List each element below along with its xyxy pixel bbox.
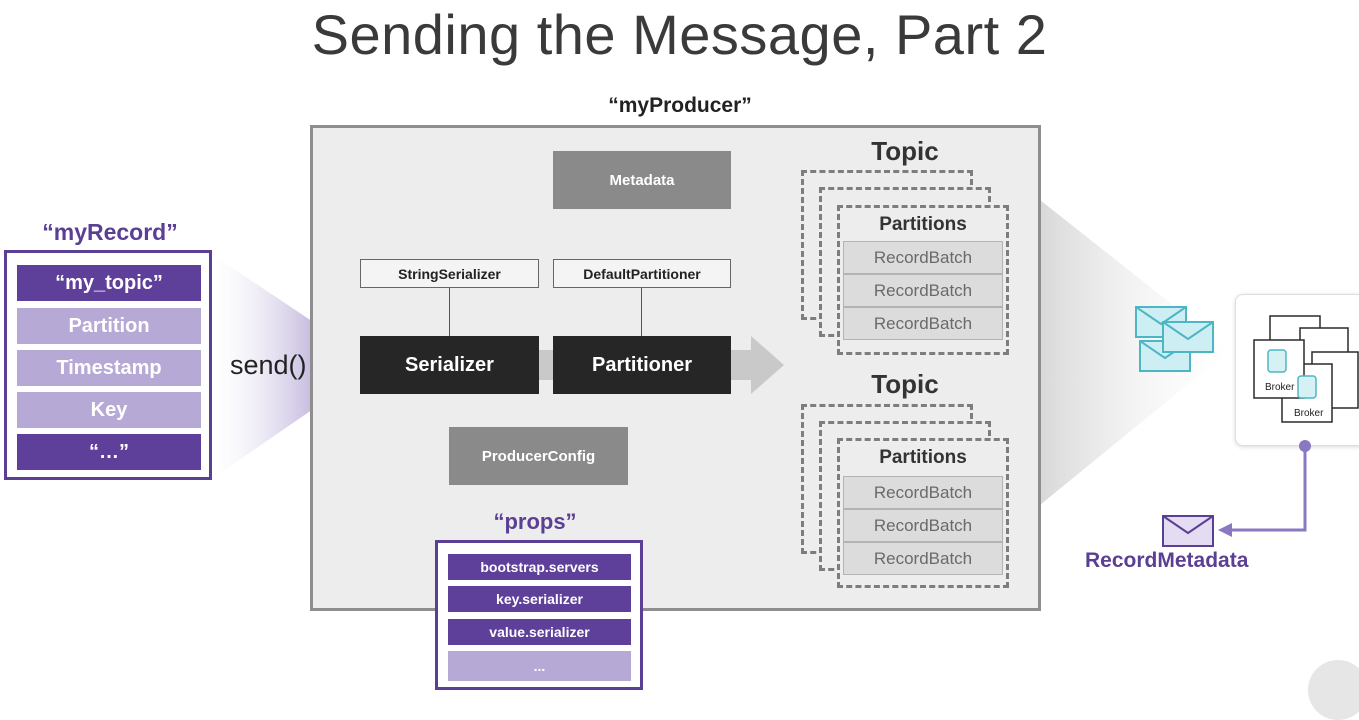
serializer-box: Serializer	[360, 336, 539, 394]
partitioner-box: Partitioner	[553, 336, 731, 394]
broker-cluster-icon: Broker Broker	[1253, 315, 1359, 423]
props-item: bootstrap.servers	[448, 554, 631, 580]
record-field-more: “…”	[17, 434, 201, 470]
record-batch: RecordBatch	[843, 274, 1003, 307]
partitions-label: Partitions	[879, 447, 967, 468]
record-field-key: Key	[17, 392, 201, 428]
partitioner-connector	[641, 288, 642, 336]
record-metadata-label: RecordMetadata	[1085, 549, 1249, 572]
producer-label: “myProducer”	[608, 94, 752, 117]
record-field-partition: Partition	[17, 308, 201, 344]
record-metadata-connector	[1162, 440, 1311, 547]
props-label: “props”	[493, 509, 577, 534]
record-label: “myRecord”	[42, 219, 178, 245]
corner-button[interactable]	[1308, 660, 1359, 720]
record-field-timestamp: Timestamp	[17, 350, 201, 386]
record-batch: RecordBatch	[843, 241, 1003, 274]
record-box: “my_topic” Partition Timestamp Key “…”	[4, 250, 212, 480]
record-batch: RecordBatch	[843, 476, 1003, 509]
default-partitioner-box: DefaultPartitioner	[553, 259, 731, 288]
record-batch: RecordBatch	[843, 509, 1003, 542]
slide-title: Sending the Message, Part 2	[311, 3, 1048, 66]
record-batch: RecordBatch	[843, 542, 1003, 575]
message-envelopes-icon	[1135, 306, 1214, 372]
topic-title: Topic	[871, 369, 939, 399]
broker-label: Broker	[1294, 408, 1324, 419]
send-label: send()	[230, 350, 307, 380]
string-serializer-box: StringSerializer	[360, 259, 539, 288]
producer-config-box: ProducerConfig	[449, 427, 628, 485]
props-item: ...	[448, 651, 631, 681]
props-item: value.serializer	[448, 619, 631, 645]
props-box: bootstrap.servers key.serializer value.s…	[435, 540, 643, 690]
metadata-box: Metadata	[553, 151, 731, 209]
send-funnel	[213, 255, 370, 478]
props-item: key.serializer	[448, 586, 631, 612]
broker-label: Broker	[1265, 382, 1295, 393]
output-funnel	[1040, 200, 1230, 505]
topic-title: Topic	[871, 136, 939, 166]
partitions-label: Partitions	[879, 214, 967, 235]
record-batch: RecordBatch	[843, 307, 1003, 340]
serializer-connector	[449, 288, 450, 336]
record-field-topic: “my_topic”	[17, 265, 201, 301]
